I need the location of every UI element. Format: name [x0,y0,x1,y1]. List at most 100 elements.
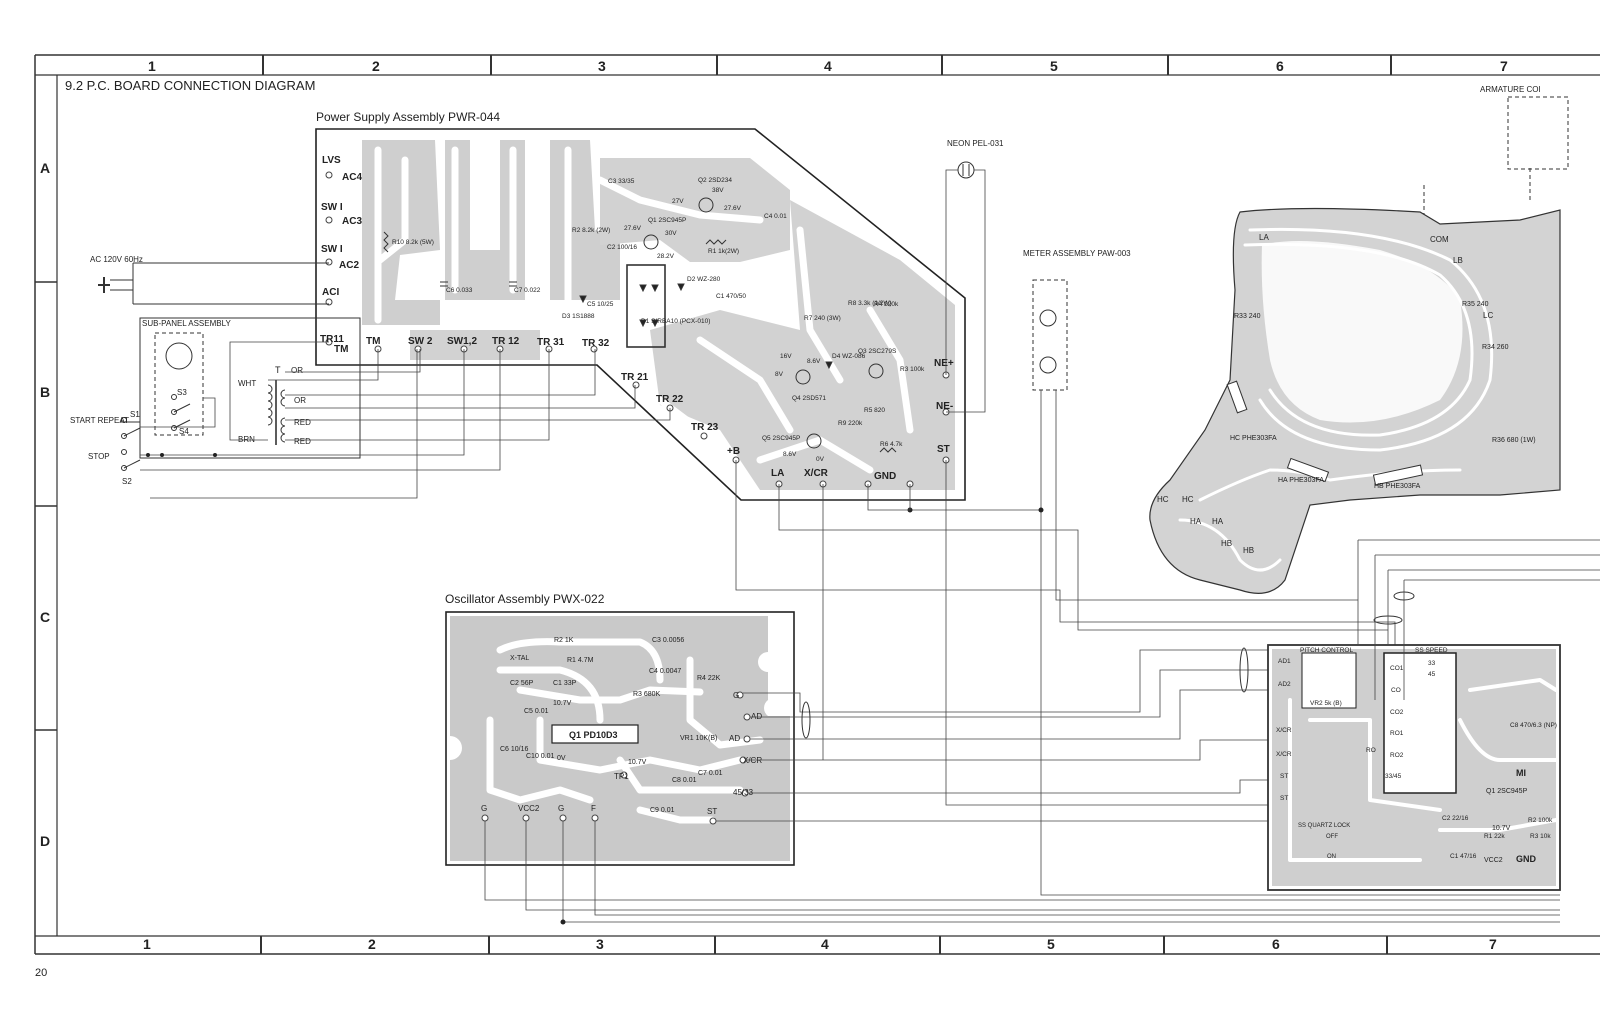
comp-q1: Q1 2SC945P [648,217,686,224]
ac-input-label: AC 120V 60Hz [90,255,143,264]
ctrl-ro1: RO1 [1390,730,1404,737]
motor-hb-b: HB [1243,546,1254,555]
osc-c6: C6 10/16 [500,746,529,753]
ctrl-quartz: SS QUARTZ LOCK [1298,823,1350,829]
comp-r9: R9 220k [838,420,863,427]
label-tm-a: TM [334,344,348,355]
sub-panel-label: SUB-PANEL ASSEMBLY [142,319,231,328]
neon-lamp: NEON PEL-031 [945,139,1004,413]
comp-r3: R3 100k [900,366,925,373]
comp-q5: Q5 2SC945P [762,435,800,442]
label-st: ST [937,444,950,455]
comp-c1: C1 470/50 [716,293,746,300]
comp-d3: D3 1S1888 [562,313,595,320]
osc-c1: C1 33P [553,680,577,687]
switch-s3: S3 [177,388,187,397]
comp-d2: D2 WZ-280 [687,276,721,283]
osc-r3: R3 680K [633,691,661,698]
motor-la: LA [1259,233,1269,242]
ac-input: AC 120V 60Hz [90,255,329,305]
ctrl-on: ON [1327,854,1336,860]
label-tr11: TR11 [320,334,344,345]
motor-r35: R35 240 [1462,301,1489,308]
comp-d4: D4 WZ-086 [832,353,866,360]
grid-row-labels: A B C D [40,160,50,849]
osc-10-7v-a: 10.7V [553,700,572,707]
ctrl-gnd: GND [1516,854,1537,864]
motor-hc-a: HC [1157,495,1169,504]
comp-c5: C5 10/25 [587,301,614,308]
motor-r33: R33 240 [1234,313,1261,320]
ctrl-10-7v: 10.7V [1492,825,1511,832]
comp-r5: R5 820 [864,407,885,414]
osc-c4: C4 0.0047 [649,668,681,675]
label-xcr: X/CR [804,468,829,479]
ctrl-33-45: 33/45 [1385,773,1402,780]
motor-ha-b: HA [1212,517,1224,526]
ctrl-q1: Q1 2SC945P [1486,788,1528,795]
motor-r36: R36 680 (1W) [1492,437,1536,444]
power-supply-terminal-labels: LVS AC4 SW I AC3 SW I AC2 ACI TR11 TM TM… [320,155,954,482]
control-board-labels: PITCH CONTROL SS SPEED 33 45 VR2 5k (B) … [1276,647,1557,864]
osc-10-7v-b: 10.7V [628,759,647,766]
ctrl-c8: C8 470/6.3 (NP) [1510,722,1557,729]
osc-c5: C5 0.01 [524,708,549,715]
col-label-6: 6 [1276,58,1284,74]
comp-8v: 8V [775,371,784,378]
motor-phe-hc: HC PHE303FA [1230,435,1277,442]
osc-q1: Q1 PD10D3 [569,730,618,740]
comp-27v: 27V [672,198,684,205]
osc-c7: C7 0.01 [698,770,723,777]
oscillator-terminal-labels: G AD AD X/CR 45/33 G VCC2 G F ST [481,691,762,816]
ctrl-co: CO [1391,687,1401,694]
ctrl-co1: CO1 [1390,665,1404,672]
grid-column-labels-top: 1 2 3 4 5 6 7 [148,58,1508,74]
osc-c8: C8 0.01 [672,777,697,784]
comp-8-6v-b: 8.6V [783,451,797,458]
ctrl-st-b: ST [1280,795,1288,802]
comp-c6: C6 0.033 [446,287,473,294]
comp-28-2v: 28.2V [657,253,675,260]
ctrl-vcc2: VCC2 [1484,857,1503,864]
osc-term-g-a: G [733,691,739,700]
osc-r1: R1 4.7M [567,657,594,664]
osc-term-45-33: 45/33 [733,788,754,797]
wire-red-b: RED [294,437,311,446]
label-stop: STOP [88,452,110,461]
osc-term-g-c: G [558,804,564,813]
osc-0v: 0V [557,755,566,762]
grid-column-labels-bottom: 1 2 3 4 5 6 7 [143,936,1497,952]
power-supply-title: Power Supply Assembly PWR-044 [316,110,500,124]
comp-27-6v-b: 27.6V [624,225,642,232]
sub-panel-assembly: SUB-PANEL ASSEMBLY S1 S2 S3 S4 START REP… [70,317,361,486]
ctrl-r1: R1 22k [1484,833,1505,840]
oscillator-component-labels: R2 1K C3 0.0056 X-TAL R1 4.7M C2 56P C1 … [500,637,723,814]
ctrl-ad1: AD1 [1278,658,1291,665]
comp-0v: 0V [816,456,825,463]
osc-term-ad-a: AD [751,712,762,721]
ctrl-speed: SS SPEED [1415,647,1448,654]
osc-term-vcc2: VCC2 [518,804,540,813]
col-label-2: 2 [372,58,380,74]
comp-q2: Q2 2SD234 [698,177,732,184]
wire-red-a: RED [294,418,311,427]
label-sw2: SW 2 [408,336,433,347]
motor-hc-b: HC [1182,495,1194,504]
comp-c4: C4 0.01 [764,213,787,220]
label-ac2: AC2 [339,260,359,271]
col-label-2-bottom: 2 [368,936,376,952]
osc-c9: C9 0.01 [650,807,675,814]
row-label-b: B [40,384,50,400]
comp-c3: C3 33/35 [608,178,635,185]
osc-c2: C2 56P [510,680,534,687]
osc-xtal: X-TAL [510,655,529,662]
page-number: 20 [35,967,47,979]
comp-27-6v-a: 27.6V [724,205,742,212]
ctrl-33: 33 [1428,660,1436,667]
comp-d1: D1 SIRBA10 (PCX-010) [641,318,710,325]
oscillator-wiring [484,460,1560,925]
ctrl-pitch: PITCH CONTROL [1300,647,1353,654]
label-ac1: ACI [322,287,339,298]
osc-c3: C3 0.0056 [652,637,684,644]
ctrl-c1: C1 47/16 [1450,853,1477,860]
